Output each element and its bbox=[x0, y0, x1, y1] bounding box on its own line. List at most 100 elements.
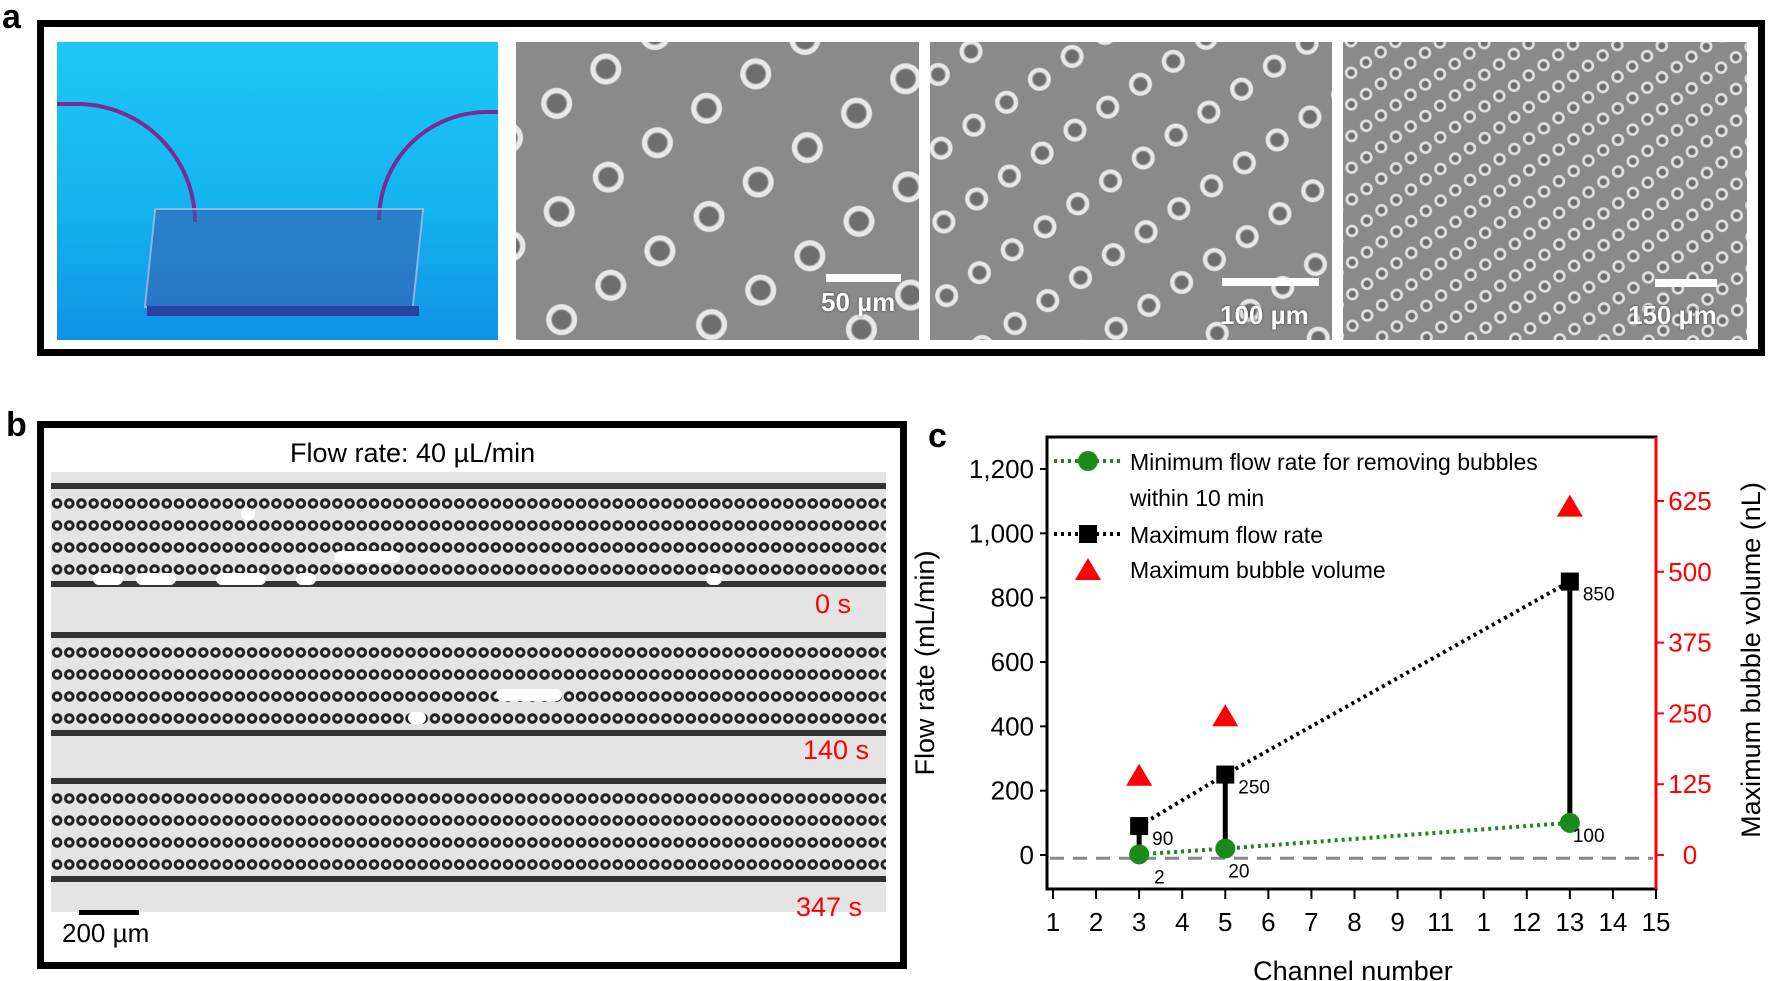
y-right-tick-label: 625 bbox=[1668, 486, 1711, 516]
pillar-row bbox=[51, 711, 886, 726]
time-label-140s: 140 s bbox=[803, 735, 870, 765]
scale-bar bbox=[79, 910, 139, 915]
x-tick-label: 1 bbox=[1046, 907, 1060, 937]
pillar-row bbox=[51, 518, 886, 533]
series-line bbox=[1139, 820, 1570, 857]
x-tick-label: 1 bbox=[1476, 907, 1490, 937]
panel-label-a: a bbox=[2, 0, 21, 36]
legend-label: Maximum flow rate bbox=[1130, 522, 1323, 548]
y-tick-label: 600 bbox=[991, 647, 1034, 677]
legend-label: Maximum bubble volume bbox=[1130, 557, 1386, 583]
pillar-row bbox=[51, 540, 886, 555]
x-tick-label: 12 bbox=[1512, 907, 1541, 937]
channel-wall bbox=[51, 483, 886, 489]
pillar-row bbox=[51, 835, 886, 850]
data-label: 2 bbox=[1154, 867, 1165, 888]
legend-label: within 10 min bbox=[1129, 485, 1264, 511]
scale-bar bbox=[1655, 279, 1717, 287]
pillar-row bbox=[51, 689, 886, 704]
data-label: 250 bbox=[1238, 778, 1270, 799]
y-right-axis-label: Maximum bubble volume (nL) bbox=[1736, 482, 1766, 838]
y-right-tick-label: 500 bbox=[1668, 557, 1711, 587]
scale-bar bbox=[1222, 278, 1319, 286]
y-tick-label: 400 bbox=[991, 711, 1034, 741]
series-line bbox=[1138, 579, 1571, 828]
chip-edge bbox=[147, 306, 419, 316]
pillar-row bbox=[51, 791, 886, 806]
pillar-row bbox=[51, 496, 886, 511]
scale-bar bbox=[826, 274, 901, 282]
y-tick-label: 200 bbox=[991, 776, 1034, 806]
x-tick-label: 3 bbox=[1132, 907, 1146, 937]
y-tick-label: 1,200 bbox=[969, 454, 1034, 484]
y-axis-label: Flow rate (mL/min) bbox=[910, 550, 940, 775]
y-right-tick-label: 375 bbox=[1668, 628, 1711, 658]
x-tick-label: 6 bbox=[1261, 907, 1275, 937]
min-flow-marker bbox=[1559, 812, 1580, 833]
scale-bar-label: 50 µm bbox=[821, 287, 896, 317]
sem-image-3: 150 µm bbox=[1343, 42, 1747, 340]
bubble bbox=[296, 573, 316, 585]
y-tick-label: 800 bbox=[991, 583, 1034, 613]
max-flow-marker bbox=[1216, 765, 1235, 784]
channel-wall bbox=[51, 581, 886, 587]
bubble bbox=[93, 573, 123, 585]
bubble-timelapse-image bbox=[51, 472, 886, 912]
legend-marker-circle bbox=[1078, 451, 1098, 471]
x-tick-label: 9 bbox=[1390, 907, 1404, 937]
bubble bbox=[136, 573, 176, 585]
bubble bbox=[334, 551, 400, 563]
scale-bar-label: 200 µm bbox=[62, 918, 150, 948]
x-tick-label: 13 bbox=[1555, 907, 1584, 937]
x-tick-label: 2 bbox=[1089, 907, 1103, 937]
data-label: 20 bbox=[1228, 862, 1249, 883]
data-label: 100 bbox=[1573, 826, 1605, 847]
bubble bbox=[408, 712, 426, 724]
time-label-347s: 347 s bbox=[796, 892, 863, 922]
y-right-tick-label: 0 bbox=[1683, 840, 1697, 870]
y-right-tick-label: 250 bbox=[1668, 698, 1711, 728]
bubble-volume-marker bbox=[1212, 704, 1239, 727]
min-flow-marker bbox=[1215, 838, 1236, 859]
panel-label-b: b bbox=[6, 406, 27, 444]
channel-strip-140s bbox=[51, 632, 886, 736]
pillar-row bbox=[51, 667, 886, 682]
data-label: 850 bbox=[1583, 585, 1615, 606]
panel-label-c: c bbox=[928, 417, 947, 455]
x-tick-label: 11 bbox=[1427, 907, 1454, 937]
channel-strip-347s bbox=[51, 778, 886, 882]
device-photo bbox=[57, 42, 498, 340]
scale-bar-label: 150 µm bbox=[1628, 300, 1717, 330]
min-flow-marker bbox=[1129, 844, 1150, 865]
legend-marker-square bbox=[1079, 525, 1097, 543]
x-tick-label: 14 bbox=[1598, 907, 1627, 937]
x-tick-label: 15 bbox=[1642, 907, 1671, 937]
bubble bbox=[216, 573, 266, 585]
x-axis-label: Channel number bbox=[1253, 956, 1453, 981]
y-tick-label: 1,000 bbox=[969, 518, 1034, 548]
bubble bbox=[496, 689, 562, 701]
sem-image-1: 50 µm bbox=[516, 42, 919, 340]
channel-wall bbox=[51, 778, 886, 784]
sem-image-2: 100 µm bbox=[930, 42, 1332, 340]
channel-wall bbox=[51, 876, 886, 882]
legend-label: Minimum flow rate for removing bubbles bbox=[1130, 449, 1538, 475]
y-tick-label: 0 bbox=[1020, 840, 1034, 870]
bubble-volume-marker bbox=[1126, 763, 1153, 786]
pillar-row bbox=[51, 813, 886, 828]
legend-marker-triangle bbox=[1075, 558, 1101, 580]
data-label: 90 bbox=[1152, 829, 1173, 850]
pillar-row bbox=[51, 645, 886, 660]
x-tick-label: 5 bbox=[1218, 907, 1232, 937]
scale-bar-label: 100 µm bbox=[1220, 300, 1309, 330]
bubble-volume-marker bbox=[1556, 494, 1583, 517]
bubble bbox=[241, 508, 255, 520]
x-tick-label: 4 bbox=[1175, 907, 1189, 937]
flow-rate-title: Flow rate: 40 µL/min bbox=[290, 438, 536, 468]
x-tick-label: 8 bbox=[1347, 907, 1361, 937]
max-flow-marker bbox=[1130, 817, 1149, 836]
y-right-tick-label: 125 bbox=[1668, 769, 1711, 799]
time-label-0s: 0 s bbox=[815, 589, 852, 619]
